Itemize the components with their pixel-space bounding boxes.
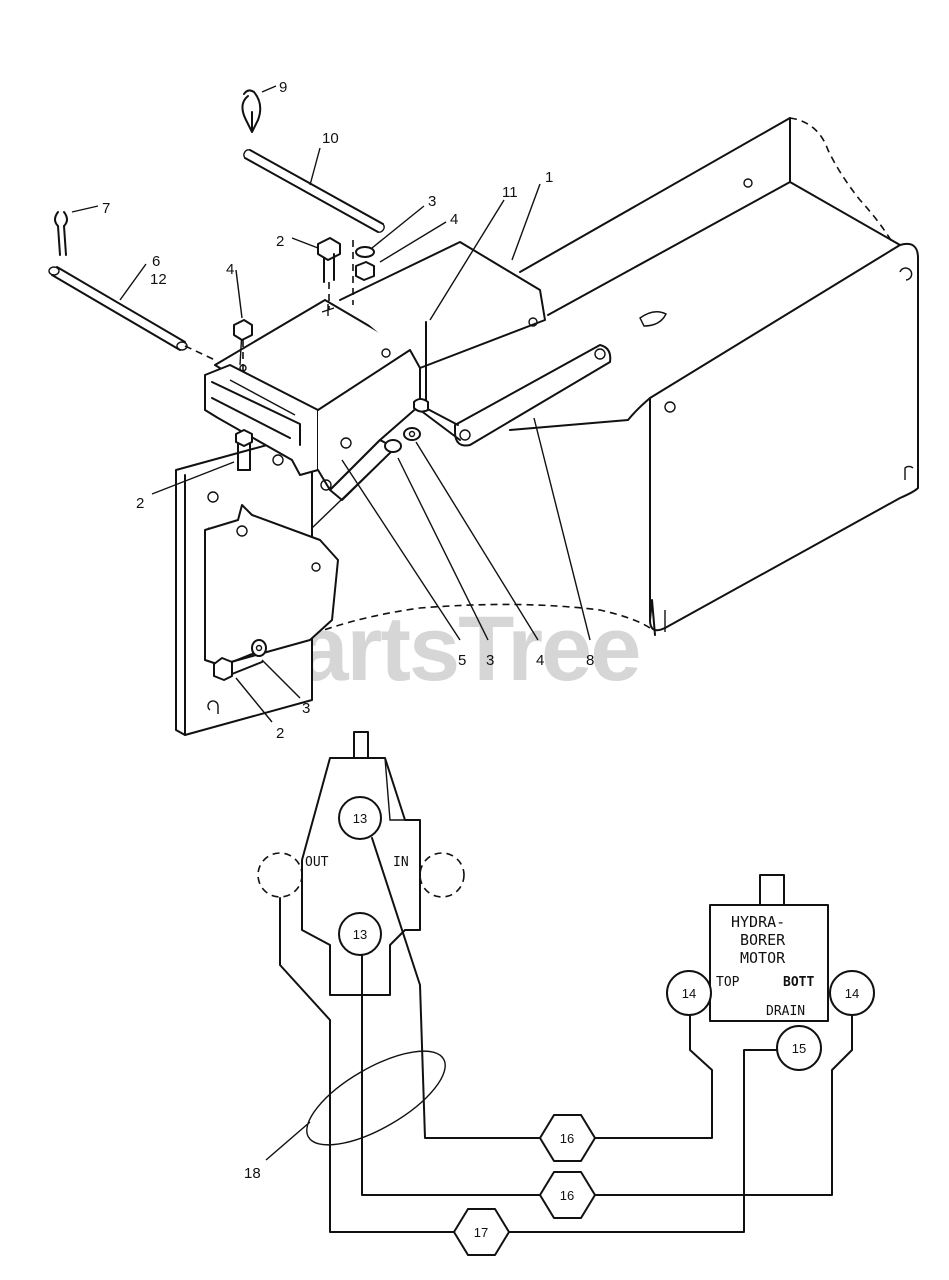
pin-10: [243, 149, 385, 233]
bubble-13-bottom: 13: [338, 912, 382, 956]
valve-in-label: IN: [393, 855, 409, 870]
motor-top-label: TOP: [716, 975, 740, 990]
callout-2-bottom: 2: [276, 725, 284, 742]
callout-11: 11: [502, 184, 518, 201]
callout-3-bottom: 3: [302, 700, 310, 717]
callout-12: 12: [150, 271, 167, 288]
bubble-14-left: 14: [666, 970, 712, 1016]
callout-10: 10: [322, 130, 339, 147]
motor-line1: HYDRA-: [731, 913, 785, 931]
callout-4-pivot: 4: [536, 652, 544, 669]
main-bracket: [204, 241, 546, 529]
hex-16-bottom: 16: [539, 1171, 596, 1219]
bolt-2-top: [317, 237, 341, 316]
motor-line2: BORER: [740, 931, 786, 949]
callout-9: 9: [279, 79, 287, 96]
svg-text:17: 17: [474, 1225, 488, 1240]
svg-text:16: 16: [560, 1131, 574, 1146]
control-valve: OUT IN: [257, 731, 465, 996]
hair-pin-clip-9: [241, 89, 262, 133]
hex-16-top: 16: [539, 1114, 596, 1162]
callout-4-top: 4: [450, 211, 458, 228]
svg-text:14: 14: [845, 986, 859, 1001]
callout-3-top: 3: [428, 193, 436, 210]
callout-6: 6: [152, 253, 160, 270]
bolt-2-bottom: [213, 639, 267, 681]
pin-6: [48, 266, 216, 361]
bubble-14-right: 14: [829, 970, 875, 1016]
hydra-borer-motor: HYDRA- BORER MOTOR TOP BOTT DRAIN: [709, 874, 829, 1022]
hex-17: 17: [453, 1208, 510, 1256]
pivot-hardware: [384, 427, 421, 453]
nut-4-left: [233, 319, 253, 372]
callout-5: 5: [458, 652, 466, 669]
callout-1: 1: [545, 169, 553, 186]
callout-2-middle: 2: [136, 495, 144, 512]
valve-out-label: OUT: [305, 855, 329, 870]
svg-text:13: 13: [353, 811, 367, 826]
bolt-2-middle: [235, 429, 253, 471]
bubble-13-top: 13: [338, 796, 382, 840]
pin-11: [413, 321, 429, 413]
bubble-15: 15: [776, 1025, 822, 1071]
callout-8: 8: [586, 652, 594, 669]
base-housing: [259, 117, 919, 661]
callout-7: 7: [102, 200, 110, 217]
svg-text:14: 14: [682, 986, 696, 1001]
washer-nut-top: [352, 240, 375, 305]
callout-numbers: 9 10 7 3 11 1 2 4 6 12 4 2 5 3 4 8 3 2 1…: [102, 79, 594, 1182]
callout-18: 18: [244, 1165, 261, 1182]
hoses: [279, 837, 853, 1233]
motor-line3: MOTOR: [740, 949, 786, 967]
cotter-pin-7: [54, 211, 68, 256]
callout-3-pivot: 3: [486, 652, 494, 669]
motor-drain-label: DRAIN: [766, 1004, 805, 1019]
callout-4-left: 4: [226, 261, 234, 278]
leader-lines: [71, 85, 591, 1161]
motor-bott-label: BOTT: [783, 975, 814, 990]
svg-text:16: 16: [560, 1188, 574, 1203]
callout-2-top: 2: [276, 233, 284, 250]
svg-text:15: 15: [792, 1041, 806, 1056]
svg-text:13: 13: [353, 927, 367, 942]
